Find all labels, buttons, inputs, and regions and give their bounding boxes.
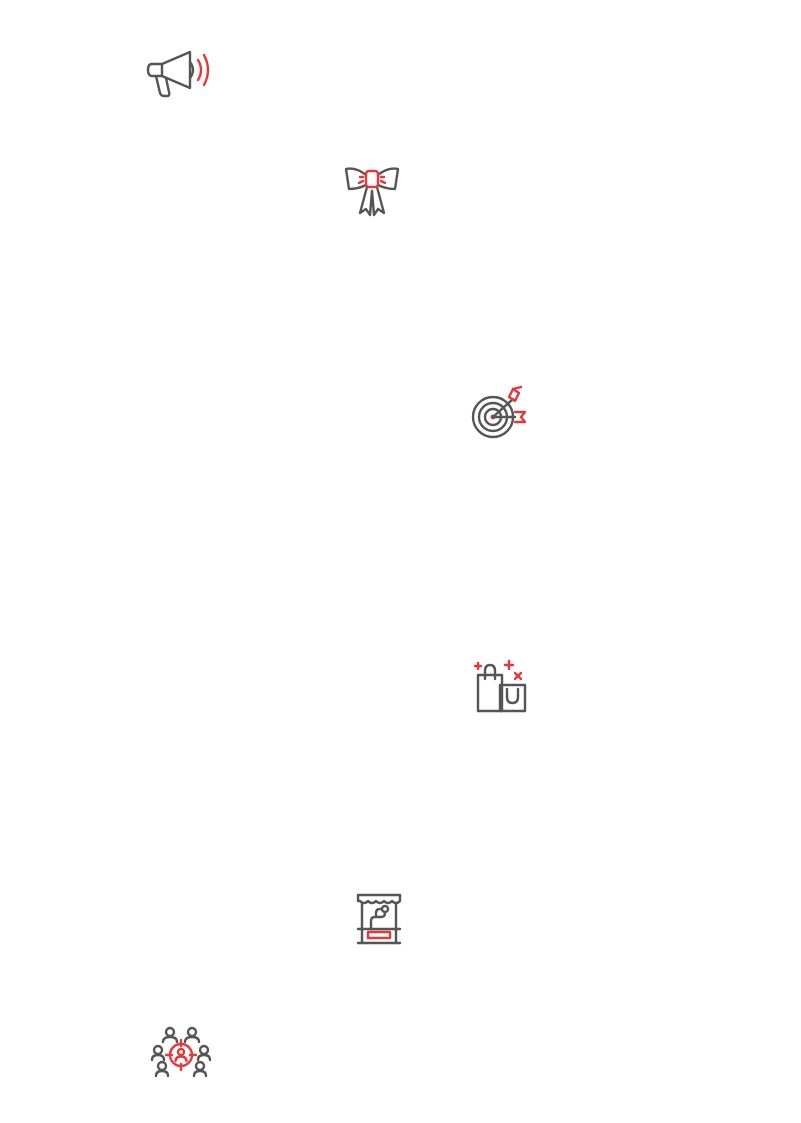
- kiosk-stand-icon: [354, 891, 404, 947]
- gift-bow-icon: [342, 163, 402, 219]
- target-arrows-icon: [469, 385, 529, 440]
- shopping-bags-icon: [473, 659, 529, 715]
- megaphone-icon: [144, 46, 216, 100]
- target-audience-icon: [150, 1024, 212, 1078]
